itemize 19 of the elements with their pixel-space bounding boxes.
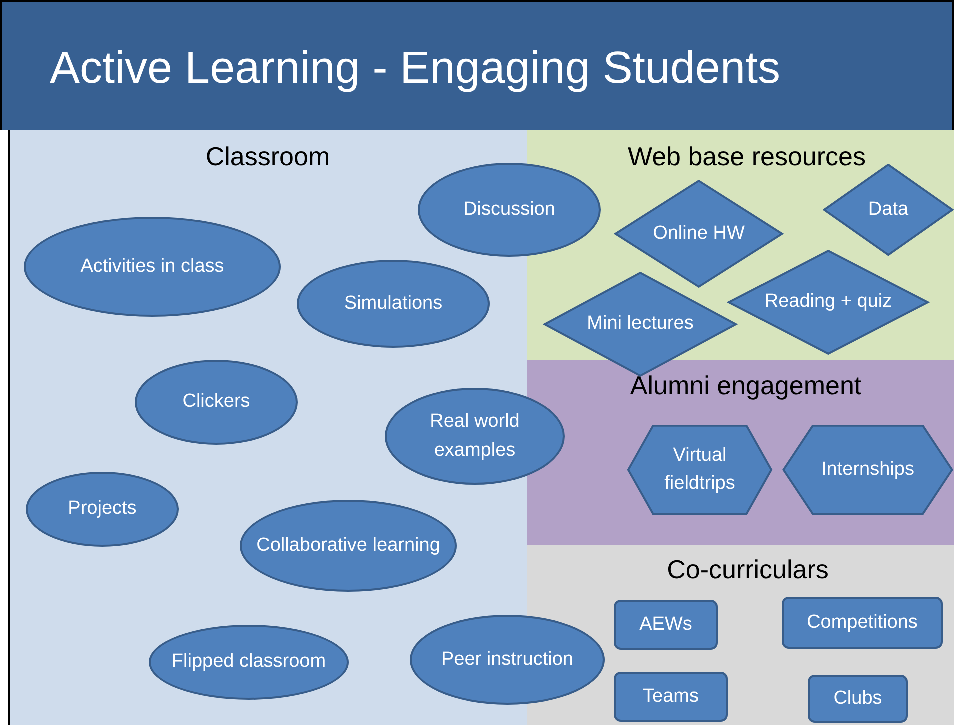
rounded-box: AEWs [614, 600, 718, 650]
ellipse-node: Flipped classroom [149, 625, 349, 700]
hexagon-node: Internships [782, 425, 954, 515]
slide-title: Active Learning - Engaging Students [50, 42, 780, 94]
region-heading: Classroom [206, 142, 330, 172]
region-panel [527, 360, 954, 545]
hexagon-node: Virtual fieldtrips [627, 425, 773, 515]
ellipse-node: Collaborative learning [240, 500, 457, 592]
region-heading: Co-curriculars [667, 554, 829, 586]
rounded-box: Competitions [782, 597, 943, 649]
diamond-node: Reading + quiz [727, 250, 930, 355]
ellipse-node: Clickers [135, 360, 298, 445]
rounded-box: Teams [614, 672, 728, 722]
diamond-node: Online HW [614, 180, 784, 288]
ellipse-node: Activities in class [24, 217, 281, 317]
ellipse-node: Projects [26, 472, 179, 547]
ellipse-node: Simulations [297, 260, 490, 348]
rounded-box: Clubs [808, 675, 908, 723]
diamond-node: Mini lectures [543, 272, 738, 377]
